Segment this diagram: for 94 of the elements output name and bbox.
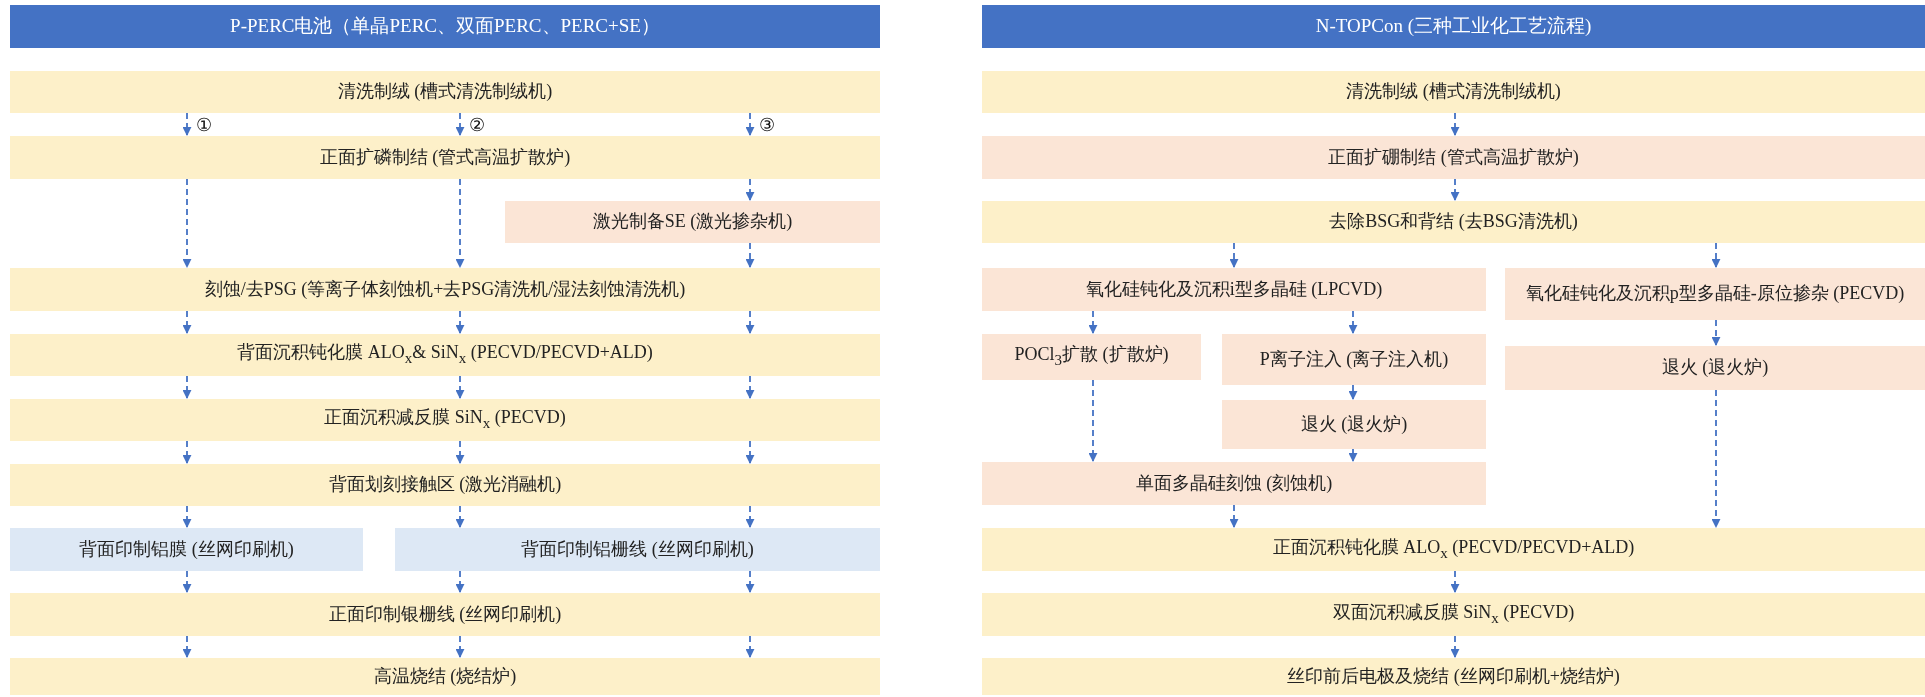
step-text: 背面印制铝栅线 (丝网印刷机) bbox=[521, 537, 754, 561]
arrow bbox=[1450, 570, 1460, 593]
arrow bbox=[745, 242, 755, 268]
arrow bbox=[1711, 242, 1721, 268]
step-text: 激光制备SE (激光掺杂机) bbox=[592, 210, 793, 234]
arrow bbox=[1348, 310, 1358, 334]
arrow bbox=[455, 505, 465, 528]
arrow bbox=[745, 570, 755, 593]
step-text: P离子注入 (离子注入机) bbox=[1259, 347, 1449, 371]
step-text: 清洗制绒 (槽式清洗制绒机) bbox=[1346, 80, 1561, 104]
arrow bbox=[745, 440, 755, 464]
arrow bbox=[1711, 319, 1721, 346]
arrow bbox=[182, 440, 192, 464]
arrow bbox=[182, 570, 192, 593]
arrow bbox=[182, 112, 192, 136]
process-box bbox=[982, 658, 1925, 695]
step-text: 清洗制绒 (槽式清洗制绒机) bbox=[337, 80, 553, 104]
edge-label: ③ bbox=[758, 116, 776, 134]
arrow bbox=[1348, 384, 1358, 400]
step-text: 正面扩磷制结 (管式高温扩散炉) bbox=[319, 145, 571, 169]
process-box bbox=[1222, 400, 1486, 449]
arrow bbox=[455, 178, 465, 268]
step-text: 正面扩硼制结 (管式高温扩散炉) bbox=[1328, 145, 1579, 169]
process-box bbox=[982, 334, 1201, 380]
arrow bbox=[745, 310, 755, 334]
arrow bbox=[745, 178, 755, 201]
process-box bbox=[10, 268, 880, 311]
process-box bbox=[982, 593, 1925, 636]
step-text: 刻蚀/去PSG (等离子体刻蚀机+去PSG清洗机/湿法刻蚀清洗机) bbox=[204, 277, 686, 301]
process-box bbox=[10, 528, 363, 571]
process-box bbox=[982, 71, 1925, 113]
process-box bbox=[982, 268, 1486, 311]
process-box bbox=[1505, 346, 1925, 390]
step-text: 双面沉积减反膜 SiN$_{x}$ (PECVD) bbox=[1332, 600, 1575, 628]
arrow bbox=[1088, 379, 1098, 462]
arrow bbox=[182, 505, 192, 528]
header-text: P-PERC电池（单晶PERC、双面PERC、PERC+SE） bbox=[230, 14, 660, 39]
arrow bbox=[455, 310, 465, 334]
step-text: 背面沉积钝化膜 ALO$_{x}$& SiN$_{x}$ (PECVD/PECVD+ALD) bbox=[237, 341, 653, 369]
arrow bbox=[182, 375, 192, 399]
process-box bbox=[982, 136, 1925, 179]
step-text: POCl$_{3}$扩散 (扩散炉) bbox=[1014, 343, 1169, 371]
step-text: 退火 (退火炉) bbox=[1661, 356, 1769, 380]
step-text: 背面划刻接触区 (激光消融机) bbox=[328, 473, 562, 497]
process-box bbox=[982, 201, 1925, 243]
arrow bbox=[182, 635, 192, 658]
process-box bbox=[10, 71, 880, 113]
arrow bbox=[455, 570, 465, 593]
process-box bbox=[10, 464, 880, 506]
arrow bbox=[1450, 635, 1460, 658]
step-text: 退火 (退火炉) bbox=[1300, 412, 1408, 436]
step-text: 高温烧结 (烧结炉) bbox=[373, 664, 517, 688]
arrow bbox=[1229, 242, 1239, 268]
step-text: 背面印制铝膜 (丝网印刷机) bbox=[79, 537, 294, 561]
step-text: 氧化硅钝化及沉积p型多晶硅-原位掺杂 (PECVD) bbox=[1525, 282, 1905, 306]
arrow bbox=[1088, 310, 1098, 334]
step-text: 丝印前后电极及烧结 (丝网印刷机+烧结炉) bbox=[1287, 664, 1620, 688]
arrow bbox=[455, 440, 465, 464]
header-bar bbox=[982, 5, 1925, 48]
arrow bbox=[1229, 504, 1239, 528]
arrow bbox=[1450, 112, 1460, 136]
arrow bbox=[1711, 389, 1721, 528]
edge-label: ① bbox=[195, 116, 213, 134]
step-text: 正面沉积减反膜 SiN$_{x}$ (PECVD) bbox=[324, 406, 566, 434]
process-box bbox=[1222, 334, 1486, 385]
arrow bbox=[745, 635, 755, 658]
process-box bbox=[10, 399, 880, 441]
arrow bbox=[1348, 448, 1358, 462]
arrow bbox=[745, 112, 755, 136]
arrow bbox=[745, 505, 755, 528]
process-box bbox=[10, 136, 880, 179]
header-bar bbox=[10, 5, 880, 48]
process-box bbox=[10, 593, 880, 636]
process-box bbox=[982, 528, 1925, 571]
step-text: 正面沉积钝化膜 ALO$_{x}$ (PECVD/PECVD+ALD) bbox=[1272, 535, 1635, 563]
arrow bbox=[455, 635, 465, 658]
step-text: 氧化硅钝化及沉积i型多晶硅 (LPCVD) bbox=[1085, 277, 1383, 301]
process-box bbox=[505, 201, 880, 243]
arrow bbox=[182, 178, 192, 268]
process-box bbox=[1505, 268, 1925, 320]
arrow bbox=[182, 310, 192, 334]
arrow bbox=[455, 112, 465, 136]
step-text: 去除BSG和背结 (去BSG清洗机) bbox=[1329, 210, 1578, 234]
process-box bbox=[10, 658, 880, 695]
header-text: N-TOPCon (三种工业化工艺流程) bbox=[1315, 14, 1592, 39]
arrow bbox=[1450, 178, 1460, 201]
arrow bbox=[745, 375, 755, 399]
step-text: 单面多晶硅刻蚀 (刻蚀机) bbox=[1135, 471, 1333, 495]
process-box bbox=[982, 462, 1486, 505]
edge-label: ② bbox=[468, 116, 486, 134]
process-box bbox=[395, 528, 880, 571]
arrow bbox=[455, 375, 465, 399]
step-text: 正面印制银栅线 (丝网印刷机) bbox=[328, 602, 562, 626]
process-box bbox=[10, 334, 880, 376]
